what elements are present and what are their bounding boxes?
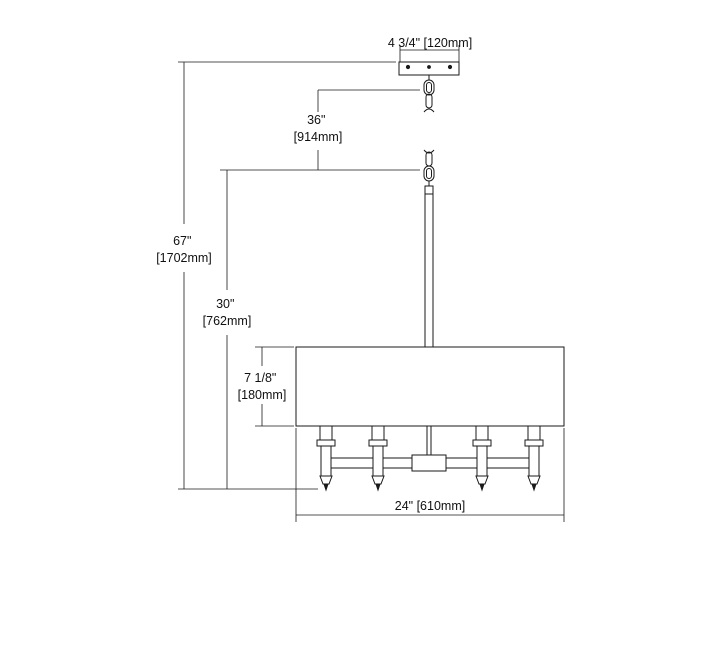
- candle-socket: [316, 425, 336, 492]
- overall-width-dimension: 24" [610mm]: [295, 428, 565, 522]
- overall-height-label: 67" [1702mm]: [156, 234, 212, 265]
- canopy-width-label: 4 3/4" [120mm]: [388, 36, 472, 50]
- upper-chain: [423, 79, 435, 113]
- shade-height-label: 7 1/8" [180mm]: [238, 371, 287, 402]
- lower-chain: [423, 149, 435, 195]
- candle-socket: [472, 425, 492, 492]
- shade-height-dimension: 7 1/8" [180mm]: [238, 346, 294, 427]
- downrod: [424, 194, 434, 347]
- ceiling-canopy: [398, 61, 460, 80]
- candle-cluster: [316, 425, 544, 492]
- overall-height-dimension: 67" [1702mm]: [156, 61, 396, 490]
- canopy-width-dimension: 4 3/4" [120mm]: [388, 36, 472, 62]
- candle-socket: [524, 425, 544, 492]
- chain-length-dimension: 36" [914mm]: [294, 89, 420, 170]
- candle-socket: [368, 425, 388, 492]
- fixture-height-dimension: 30" [762mm]: [203, 169, 420, 489]
- drum-shade: [295, 346, 565, 427]
- chain-length-label: 36" [914mm]: [294, 113, 343, 144]
- overall-width-label: 24" [610mm]: [395, 499, 465, 513]
- fixture-height-label: 30" [762mm]: [203, 297, 252, 328]
